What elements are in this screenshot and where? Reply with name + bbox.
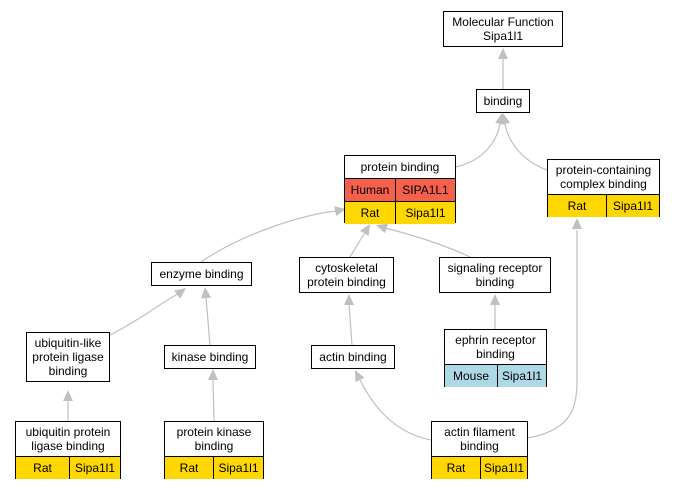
species-cell: Rat (179, 461, 199, 475)
arrowhead (490, 294, 500, 305)
edge-pb-to-binding (455, 113, 505, 168)
node-cytoskeletal-protein-binding[interactable]: cytoskeletal protein binding (299, 257, 394, 293)
node-label: binding (483, 94, 523, 108)
edge-afb-to-pccb (527, 218, 582, 439)
gene-cell: SIPA1L1 (395, 179, 455, 201)
node-kinase-binding[interactable]: kinase binding (164, 345, 256, 369)
edge-kb-to-eb (201, 287, 212, 346)
arrowhead (344, 294, 354, 305)
node-label: protein binding (360, 160, 440, 174)
ortholog-row: Human SIPA1L1 (345, 178, 455, 201)
arrowhead (201, 287, 212, 299)
node-actin-binding[interactable]: actin binding (311, 345, 395, 369)
gene-cell: Sipa1l1 (497, 365, 546, 387)
node-ubiquitin-like-protein-ligase-binding[interactable]: ubiquitin-like protein ligase binding (26, 332, 110, 382)
node-binding[interactable]: binding (476, 89, 530, 113)
edge-cpb-to-pb (349, 224, 370, 258)
node-label: enzyme binding (159, 267, 244, 281)
species-cell: Rat (33, 461, 52, 475)
arrowhead (63, 390, 73, 401)
arrowhead (498, 48, 508, 59)
node-label: kinase binding (171, 350, 249, 364)
species-cell: Rat (567, 199, 587, 213)
edge-srb-to-pb (376, 223, 471, 258)
node-molecular-function[interactable]: Molecular Function Sipa1l1 (443, 11, 563, 47)
node-label: actin filament binding (444, 425, 515, 453)
species-cell: Mouse (452, 369, 490, 383)
node-label: ephrin receptor binding (455, 333, 536, 361)
gene-cell: Sipa1l1 (213, 457, 263, 479)
edge-erb-to-srb (490, 294, 500, 329)
ortholog-row: Rat Sipa1l1 (165, 456, 263, 479)
node-signaling-receptor-binding[interactable]: signaling receptor binding (439, 257, 551, 293)
arrowhead (334, 206, 346, 217)
ortholog-row: Rat Sipa1l1 (548, 194, 659, 217)
edge-uplb-to-ulplb (63, 390, 73, 421)
edge-ulplb-to-eb (109, 288, 186, 336)
edge-pccb-to-binding (500, 113, 548, 171)
node-label: actin binding (319, 350, 387, 364)
edge-ab-to-cpb (344, 294, 354, 346)
gene-cell: Sipa1l1 (606, 195, 659, 217)
arrowhead (208, 369, 218, 380)
gene-cell: Sipa1l1 (395, 202, 455, 224)
ortholog-row: Mouse Sipa1l1 (445, 364, 546, 387)
arrowhead (572, 218, 582, 229)
arrowhead (355, 370, 365, 383)
arrowhead (174, 288, 186, 299)
ortholog-row: Rat Sipa1l1 (16, 456, 120, 479)
node-label: ubiquitin protein ligase binding (25, 425, 111, 453)
node-label: cytoskeletal protein binding (307, 261, 386, 289)
edge-eb-to-pb (200, 206, 346, 263)
arrowhead (376, 223, 389, 234)
node-label: Molecular Function Sipa1l1 (452, 15, 554, 43)
ortholog-row: Rat Sipa1l1 (432, 456, 527, 479)
gene-cell: Sipa1l1 (69, 457, 120, 479)
species-cell: Rat (360, 206, 380, 220)
ortholog-row: Rat Sipa1l1 (345, 201, 455, 224)
node-label: protein-containing complex binding (555, 163, 652, 191)
node-enzyme-binding[interactable]: enzyme binding (151, 262, 252, 286)
node-label: ubiquitin-like protein ligase binding (32, 336, 104, 378)
gene-cell: Sipa1l1 (480, 457, 527, 479)
node-label: protein kinase binding (176, 425, 252, 453)
species-cell: Rat (446, 461, 466, 475)
edge-binding-to-mf (498, 48, 508, 89)
arrowhead (360, 224, 370, 237)
node-label: signaling receptor binding (447, 261, 543, 289)
species-cell: Human (350, 183, 390, 197)
arrowhead (500, 113, 510, 125)
edge-afb-to-ab (355, 370, 432, 441)
edge-pkb-to-kb (208, 369, 218, 422)
